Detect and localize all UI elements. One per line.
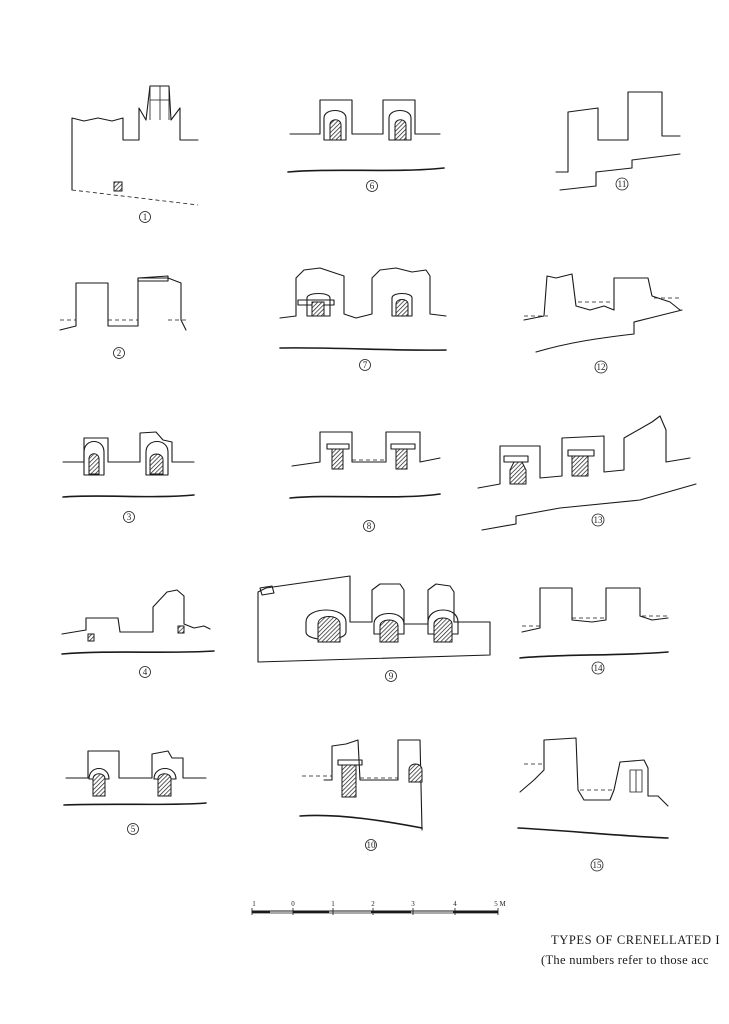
number-label-13: 13 xyxy=(591,513,605,527)
number-label-1: 1 xyxy=(139,211,151,223)
number-label-2: 2 xyxy=(113,347,125,359)
crenellation-type-1 xyxy=(71,85,199,206)
number-label-5: 5 xyxy=(127,823,139,835)
number-label-11: 11 xyxy=(615,177,629,191)
svg-text:7: 7 xyxy=(363,360,368,370)
number-label-12: 12 xyxy=(594,360,608,374)
svg-text:8: 8 xyxy=(367,521,372,531)
number-label-7: 7 xyxy=(359,359,371,371)
number-label-14: 14 xyxy=(591,661,605,675)
svg-text:1: 1 xyxy=(143,212,148,222)
scale-bar: 1 0 1 2 3 4 5 M xyxy=(251,900,507,915)
svg-text:5: 5 xyxy=(131,824,136,834)
svg-text:10: 10 xyxy=(367,840,377,850)
scale-label-5m: 5 M xyxy=(494,900,506,908)
number-label-3: 3 xyxy=(123,511,135,523)
number-label-8: 8 xyxy=(363,520,375,532)
number-label-9: 9 xyxy=(385,670,397,682)
number-label-4: 4 xyxy=(139,666,151,678)
crenellation-type-3 xyxy=(62,431,195,498)
scale-label-0: 0 xyxy=(291,900,295,908)
scale-label-2m: 2 xyxy=(371,900,375,908)
svg-text:14: 14 xyxy=(594,663,604,673)
scale-label-1: 1 xyxy=(252,900,256,908)
crenellation-type-4 xyxy=(61,589,215,655)
svg-text:9: 9 xyxy=(389,671,394,681)
caption-title: TYPES OF CRENELLATED I xyxy=(551,933,721,947)
crenellation-type-15 xyxy=(517,737,669,839)
crenellation-type-9 xyxy=(257,575,491,663)
svg-text:4: 4 xyxy=(143,667,148,677)
scale-label-4m: 4 xyxy=(453,900,457,908)
crenellation-type-6 xyxy=(287,99,445,173)
svg-text:13: 13 xyxy=(594,515,604,525)
number-label-10: 10 xyxy=(365,839,377,851)
number-label-6: 6 xyxy=(366,180,378,192)
crenellation-type-5 xyxy=(63,750,207,806)
scale-label-1m: 1 xyxy=(331,900,335,908)
svg-text:15: 15 xyxy=(593,860,603,870)
svg-text:11: 11 xyxy=(618,179,627,189)
svg-text:12: 12 xyxy=(597,362,606,372)
number-label-15: 15 xyxy=(590,858,604,872)
svg-text:6: 6 xyxy=(370,181,375,191)
crenellation-type-7 xyxy=(279,267,447,351)
crenellation-type-13 xyxy=(477,415,697,531)
crenellation-type-10 xyxy=(299,739,423,831)
crenellation-type-2 xyxy=(59,275,187,331)
svg-text:2: 2 xyxy=(117,348,122,358)
scale-label-3m: 3 xyxy=(411,900,415,908)
crenellation-type-11 xyxy=(555,91,681,191)
caption-subtitle: (The numbers refer to those acc xyxy=(541,953,709,967)
crenellation-type-8 xyxy=(289,431,441,499)
svg-text:3: 3 xyxy=(127,512,132,522)
crenellation-type-12 xyxy=(523,273,683,353)
crenellation-type-14 xyxy=(519,587,669,659)
